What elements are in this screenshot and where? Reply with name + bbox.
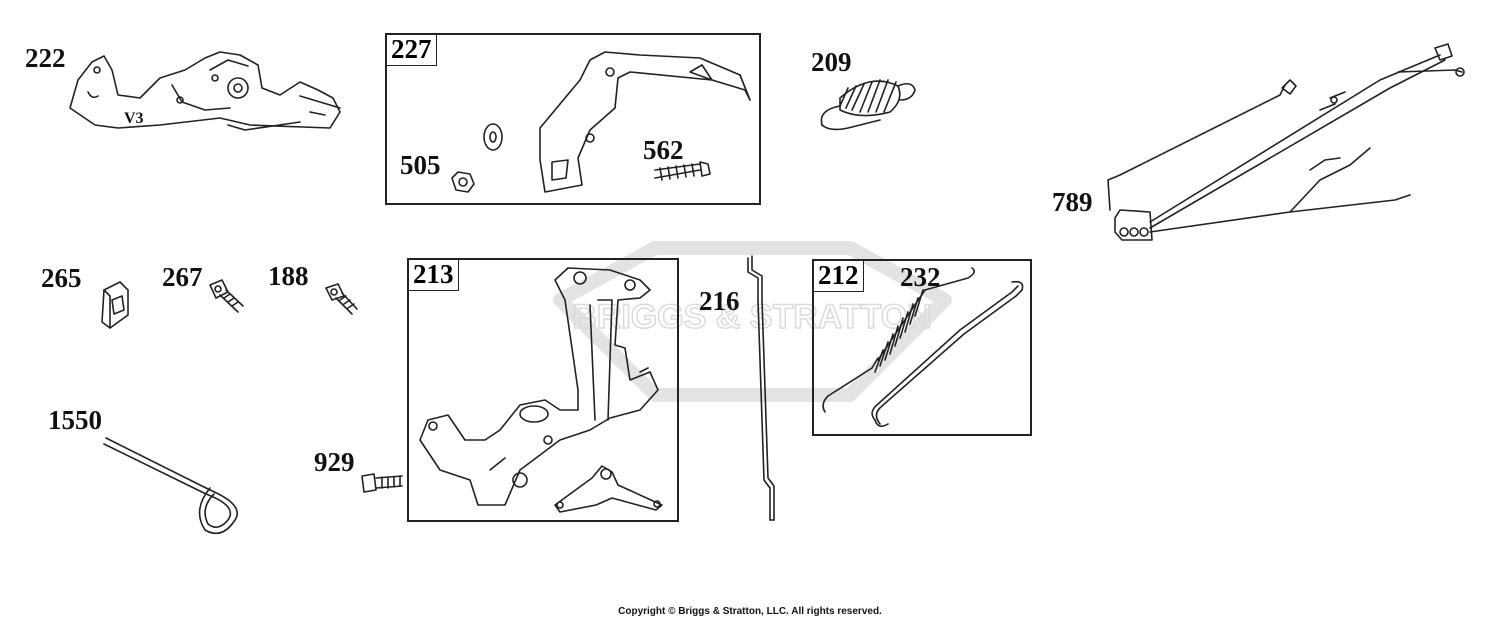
part-label-789: 789 <box>1052 187 1093 217</box>
part-265-drawing <box>101 281 129 329</box>
part-label-265: 265 <box>41 263 82 293</box>
part-227-washer-drawing <box>483 123 503 151</box>
group-212-label: 212 <box>814 261 864 292</box>
part-213-plate-drawing <box>554 465 663 513</box>
copyright-notice: Copyright © Briggs & Stratton, LLC. All … <box>618 606 882 617</box>
part-label-222: 222 <box>25 43 66 73</box>
part-label-505: 505 <box>400 150 441 180</box>
group-212-box: 212 <box>812 259 1032 436</box>
group-213-label: 213 <box>409 260 459 291</box>
watermark-text: BRIGGS & STRATTON <box>572 298 932 336</box>
part-212-drawing <box>822 267 976 413</box>
part-label-562: 562 <box>643 135 684 165</box>
part-1550-drawing <box>103 437 238 535</box>
part-562-drawing <box>654 161 711 181</box>
part-213-bracket-drawing <box>419 267 659 506</box>
part-267-drawing <box>209 279 244 313</box>
part-929-drawing <box>361 473 403 493</box>
part-label-209: 209 <box>811 47 852 77</box>
part-222-v3-stamp: V3 <box>124 110 144 127</box>
part-209-drawing <box>820 79 916 131</box>
part-216-drawing <box>747 255 775 521</box>
part-label-929: 929 <box>314 447 355 477</box>
group-227-box: 227 <box>385 33 761 205</box>
part-label-232: 232 <box>900 262 941 292</box>
part-188-drawing <box>325 283 358 315</box>
part-789-drawing <box>1107 43 1465 241</box>
part-label-188: 188 <box>268 261 309 291</box>
group-213-box: 213 <box>407 258 679 522</box>
part-505-drawing <box>451 171 475 193</box>
part-227-bracket-drawing <box>539 51 751 193</box>
part-222-drawing <box>69 51 341 131</box>
group-227-label: 227 <box>387 35 437 66</box>
part-label-216: 216 <box>699 286 740 316</box>
part-232-drawing <box>871 280 1024 428</box>
part-label-1550: 1550 <box>48 405 102 435</box>
part-label-267: 267 <box>162 262 203 292</box>
